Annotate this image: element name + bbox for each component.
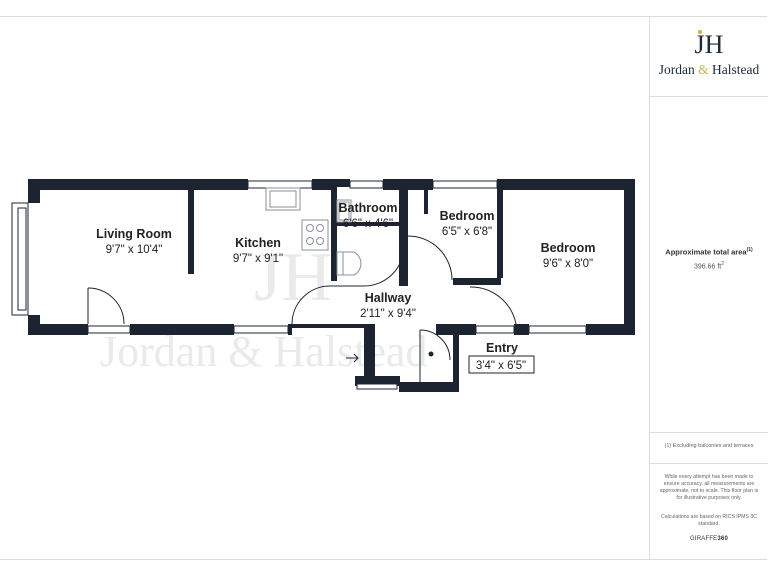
room-dims-bedroom-large: 9'6" x 8'0"	[543, 258, 593, 270]
divider	[650, 463, 768, 464]
room-name-kitchen: Kitchen	[235, 236, 281, 250]
entry-dims-box	[468, 355, 535, 374]
brand-monogram: JH	[694, 30, 724, 59]
room-dims-entry: 3'4" x 6'5"	[476, 360, 526, 372]
fixtures	[265, 187, 362, 276]
room-dims-bedroom-small: 6'5" x 6'8"	[442, 226, 492, 238]
room-dims-bathroom: 6'6" x 4'6"	[343, 218, 393, 230]
room-name-hallway: Hallway	[365, 291, 412, 305]
windows	[11, 180, 587, 390]
room-labels: Living Room 9'7" x 10'4" Kitchen 9'7" x …	[96, 201, 595, 355]
credit-giraffe360: GIRAFFE360	[689, 536, 729, 542]
walls	[28, 179, 635, 392]
watermark-monogram: JH	[254, 239, 332, 316]
logo-dot	[698, 30, 702, 34]
note-excluding: (1) Excluding balconies and terraces	[664, 443, 754, 449]
door-swings	[87, 235, 517, 388]
drawing-frame	[0, 16, 767, 560]
footer-notes: (1) Excluding balconies and terraces Whi…	[650, 432, 768, 561]
room-name-bedroom-large: Bedroom	[541, 241, 596, 255]
note-calc: Calculations are based on RICS IPMS 3C s…	[660, 514, 757, 527]
room-name-bedroom-small: Bedroom	[440, 209, 495, 223]
total-area-value: 396.66 ft2	[693, 261, 725, 271]
room-dims-hallway: 2'11" x 9'4"	[360, 308, 416, 320]
room-dims-kitchen: 9'7" x 9'1"	[233, 253, 283, 265]
meter-dot	[428, 351, 434, 357]
room-name-living-room: Living Room	[96, 227, 172, 241]
room-dims-living-room: 9'7" x 10'4"	[106, 244, 163, 256]
brand-logo: JH Jordan & Halstead	[650, 16, 768, 97]
room-name-entry: Entry	[486, 341, 518, 355]
brand-name: Jordan & Halstead	[658, 62, 760, 77]
note-accuracy: While every attempt has been made to ens…	[659, 474, 759, 501]
total-area-label: Approximate total area(1)	[665, 247, 753, 257]
room-name-bathroom: Bathroom	[338, 201, 397, 215]
info-sidebar: JH Jordan & Halstead Approximate total a…	[649, 16, 768, 560]
